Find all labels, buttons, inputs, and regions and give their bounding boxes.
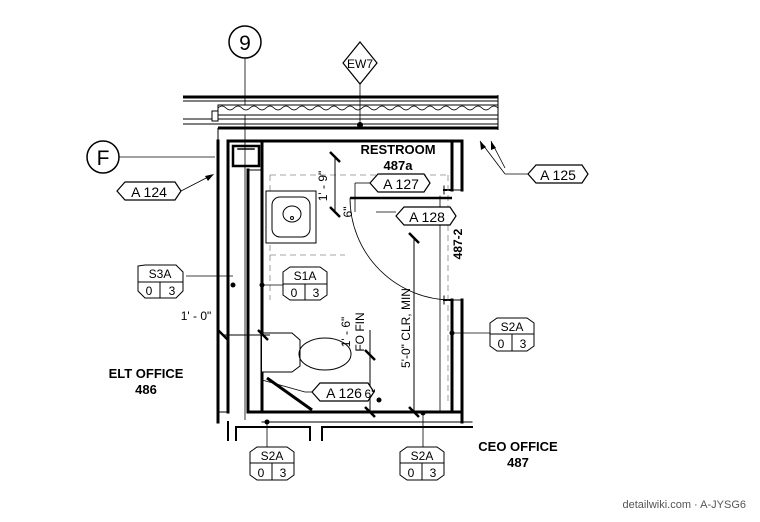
dim-1-0: 1' - 0" bbox=[181, 309, 212, 323]
door-tag: 487-2 bbox=[451, 228, 465, 259]
partition-type: S2A bbox=[261, 449, 284, 463]
dim-6-bottom: 6" bbox=[365, 387, 376, 401]
grid-label-9: 9 bbox=[239, 32, 251, 55]
grid-bubble-9: 9 bbox=[228, 25, 262, 59]
watermark: detailwiki.com · A-JYSG6 bbox=[623, 499, 746, 511]
toilet bbox=[262, 332, 352, 373]
room-label-ceo-office: CEO OFFICE 487 bbox=[478, 439, 558, 470]
dim-fo-fin: FO FIN bbox=[353, 312, 367, 351]
wall-type-tag-ew7: EW7 bbox=[342, 41, 378, 85]
partition-num-b: 3 bbox=[430, 466, 437, 480]
sink bbox=[265, 190, 317, 244]
callout-a128[interactable]: A 128 bbox=[395, 206, 457, 226]
partition-num-a: 0 bbox=[258, 466, 265, 480]
room-name: RESTROOM bbox=[360, 142, 435, 157]
dim-1-9: 1' - 9" bbox=[316, 171, 330, 202]
leader-dots bbox=[230, 122, 455, 425]
dim-1-6: 1' - 6" bbox=[339, 317, 353, 348]
callout-a127[interactable]: A 127 bbox=[369, 173, 431, 193]
callout-a124-label: A 124 bbox=[131, 184, 167, 200]
exterior-wall bbox=[183, 95, 499, 140]
callout-a126[interactable]: A 126 bbox=[311, 382, 375, 402]
partition-num-b: 3 bbox=[313, 286, 320, 300]
room-number: 486 bbox=[135, 382, 157, 397]
grid-bubble-f: F bbox=[86, 140, 120, 174]
partition-tag-s2a-right: S2A 0 3 bbox=[489, 317, 535, 352]
callout-a125-label: A 125 bbox=[540, 167, 576, 183]
partition-num-b: 3 bbox=[280, 466, 287, 480]
room-number: 487 bbox=[507, 455, 529, 470]
callout-a124[interactable]: A 124 bbox=[116, 181, 182, 201]
wall-type-label: EW7 bbox=[347, 57, 373, 71]
walls bbox=[216, 139, 473, 441]
dimension-lines bbox=[217, 151, 420, 418]
partition-num-a: 0 bbox=[146, 284, 153, 298]
partition-num-a: 0 bbox=[498, 337, 505, 351]
callout-a125[interactable]: A 125 bbox=[527, 164, 589, 184]
door-swing bbox=[349, 196, 453, 301]
partition-tag-s2a-bottom-mid: S2A 0 3 bbox=[399, 446, 445, 481]
partition-tag-s1a: S1A 0 3 bbox=[282, 266, 328, 301]
callout-a126-label: A 126 bbox=[326, 385, 362, 401]
dim-6-top: 6" bbox=[341, 207, 355, 218]
partition-type: S2A bbox=[501, 320, 524, 334]
partition-type: S2A bbox=[411, 449, 434, 463]
grid-label-f: F bbox=[97, 147, 110, 170]
partition-num-a: 0 bbox=[408, 466, 415, 480]
room-name: ELT OFFICE bbox=[109, 366, 184, 381]
dim-5-0-clr: 5'-0" CLR, MIN bbox=[399, 288, 413, 368]
partition-tag-s2a-bottom-left: S2A 0 3 bbox=[249, 446, 295, 481]
callout-a127-label: A 127 bbox=[383, 176, 419, 192]
grid-lines bbox=[115, 58, 246, 420]
leader-arrows bbox=[205, 141, 496, 181]
room-number: 487a bbox=[384, 158, 414, 173]
partition-type: S1A bbox=[294, 269, 317, 283]
partition-tag-s3a: S3A 0 3 bbox=[137, 264, 184, 299]
partition-num-a: 0 bbox=[291, 286, 298, 300]
partition-num-b: 3 bbox=[520, 337, 527, 351]
room-name: CEO OFFICE bbox=[478, 439, 558, 454]
grab-bar bbox=[266, 376, 313, 412]
partition-type: S3A bbox=[149, 267, 172, 281]
callout-a128-label: A 128 bbox=[409, 209, 445, 225]
room-label-restroom: RESTROOM 487a bbox=[360, 142, 435, 173]
partition-num-b: 3 bbox=[169, 284, 176, 298]
room-label-elt-office: ELT OFFICE 486 bbox=[109, 366, 184, 397]
